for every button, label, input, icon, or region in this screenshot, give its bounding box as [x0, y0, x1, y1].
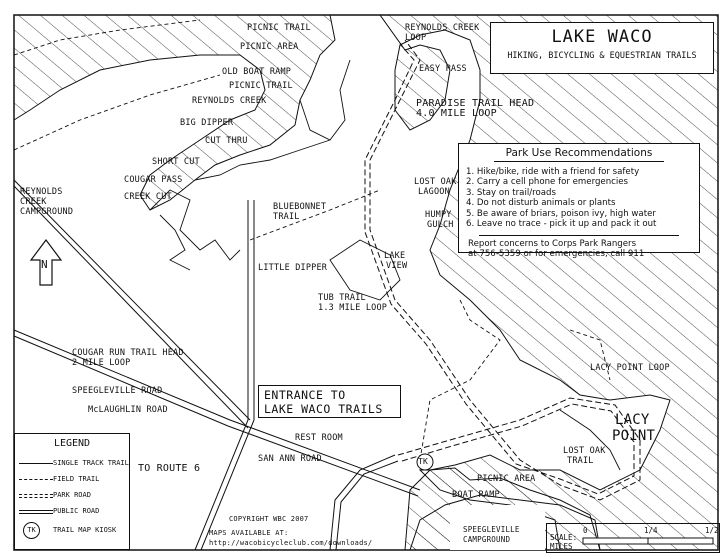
label-cougar-run-trail-head: COUGAR RUN TRAIL HEAD [72, 348, 184, 358]
label-speegleville-campground-2: CAMPGROUND [463, 535, 511, 544]
scale-units: MILES [550, 542, 573, 551]
label-lacy-point-loop: LACY POINT LOOP [590, 363, 670, 373]
legend-label: SINGLE TRACK TRAIL [53, 459, 129, 467]
label-paradise-loop: 4.0 MILE LOOP [416, 108, 497, 119]
label-point: POINT [612, 428, 656, 444]
map-subtitle: HIKING, BICYCLING & EQUESTRIAN TRAILS [507, 51, 697, 61]
scale-tick: 0 [583, 526, 588, 535]
label-humpy-gulch-1: HUMPY [425, 210, 452, 220]
label-reynolds-campground-1: REYNOLDS [20, 187, 63, 197]
label-bluebonnet-2: TRAIL [273, 212, 300, 222]
public-road-symbol [19, 510, 53, 514]
label-lost-oak-lagoon-2: LAGOON [418, 187, 450, 197]
label-lost-oak-trail-2: TRAIL [567, 456, 594, 466]
label-creek-cut: CREEK CUT [124, 192, 172, 202]
entrance-box: ENTRANCE TO LAKE WACO TRAILS [258, 385, 401, 418]
north-arrow [29, 239, 63, 286]
label-lost-oak-trail-1: LOST OAK [563, 446, 606, 456]
scale-tick: 1/4 [644, 526, 658, 535]
entrance-line-2: LAKE WACO TRAILS [264, 402, 383, 416]
label-lost-oak-lagoon-1: LOST OAK [414, 177, 457, 187]
label-paradise-trail-head: PARADISE TRAIL HEAD [416, 98, 535, 109]
label-lake-view-1: LAKE [384, 251, 406, 261]
field-trails [13, 19, 611, 461]
scale-label: SCALE: [550, 533, 578, 542]
trail-map-kiosk-marker[interactable] [416, 453, 434, 471]
label-little-dipper: LITTLE DIPPER [258, 263, 328, 273]
park-use-recommendations: Park Use Recommendations 1. Hike/bike, r… [458, 143, 700, 259]
maps-available-label: MAPS AVAILABLE AT: [209, 529, 289, 537]
copyright: COPYRIGHT WBC 2007 [229, 515, 309, 523]
field-trail-symbol [19, 479, 53, 480]
legend-label: FIELD TRAIL [53, 475, 100, 483]
label-reynolds-campground-3: CAMPGROUND [20, 207, 74, 217]
label-boat-ramp: BOAT RAMP [452, 490, 500, 500]
label-san-ann-road: SAN ANN ROAD [258, 454, 322, 464]
park-road-symbol [19, 494, 53, 498]
divider [479, 234, 679, 236]
single-track-symbol [19, 463, 53, 464]
legend-label: PUBLIC ROAD [53, 507, 100, 515]
entrance-line-1: ENTRANCE TO [264, 388, 346, 402]
scale-tick: 1/2 [705, 526, 719, 535]
label-old-boat-ramp: OLD BOAT RAMP [222, 67, 292, 77]
legend-label: PARK ROAD [53, 491, 91, 499]
recommendation-item: 5. Be aware of briars, poison ivy, high … [466, 208, 656, 219]
download-url[interactable]: http://wacobicycleclub.com/downloads/ [209, 539, 373, 547]
label-rest-room: REST ROOM [295, 433, 343, 443]
report-line-2: at 756-5359 or for emergencies, call 911 [468, 249, 645, 259]
legend-title: LEGEND [53, 438, 91, 449]
recommendation-item: 2. Carry a cell phone for emergencies [466, 177, 629, 187]
scale-box: SCALE: MILES 0 1/4 1/2 [546, 523, 720, 553]
recommendation-item: 4. Do not disturb animals or plants [466, 198, 616, 208]
label-reynolds-creek-loop-2: LOOP [405, 33, 427, 43]
recommendations-heading: Park Use Recommendations [494, 148, 664, 162]
legend: LEGEND SINGLE TRACK TRAIL FIELD TRAIL PA… [14, 433, 130, 550]
speegleville-campground-area [450, 505, 545, 550]
lake-water-north [13, 14, 336, 211]
label-reynolds-creek: REYNOLDS CREEK [192, 96, 267, 106]
recommendations-list: 1. Hike/bike, ride with a friend for saf… [466, 167, 699, 230]
label-to-route-6: TO ROUTE 6 [138, 463, 201, 474]
label-bluebonnet-1: BLUEBONNET [273, 202, 327, 212]
report-line-1: Report concerns to Corps Park Rangers [468, 238, 637, 249]
map-title: LAKE WACO [551, 27, 653, 47]
recommendation-item: 3. Stay on trail/roads [466, 187, 556, 198]
label-lake-view-2: VIEW [386, 261, 408, 271]
label-lacy: LACY [615, 412, 650, 428]
label-easy-pass: EASY PASS [419, 64, 467, 74]
label-picnic-area-south: PICNIC AREA [477, 474, 536, 484]
recommendation-item: 6. Leave no trace - pick it up and pack … [466, 219, 657, 229]
north-label: N [41, 258, 48, 271]
legend-label: TRAIL MAP KIOSK [53, 526, 117, 534]
label-tub-trail: TUB TRAIL [318, 293, 366, 303]
label-picnic-trail: PICNIC TRAIL [247, 23, 311, 33]
kiosk-icon: TK [23, 522, 40, 539]
label-tub-loop: 1.3 MILE LOOP [318, 303, 388, 313]
label-humpy-gulch-2: GULCH [427, 220, 454, 230]
recommendation-item: 1. Hike/bike, ride with a friend for saf… [466, 166, 640, 177]
park-roads [364, 39, 641, 501]
label-speegleville-campground-1: SPEEGLEVILLE [463, 525, 520, 534]
label-cougar-run-loop: 2 MILE LOOP [72, 358, 131, 368]
label-speegleville-road: SPEEGLEVILLE ROAD [72, 386, 163, 396]
single-track-trails [149, 59, 621, 471]
label-picnic-trail-2: PICNIC TRAIL [229, 81, 293, 91]
label-short-cut: SHORT CUT [152, 157, 200, 167]
label-reynolds-creek-loop-1: REYNOLDS CREEK [405, 23, 480, 33]
label-picnic-area: PICNIC AREA [240, 42, 299, 52]
label-reynolds-campground-2: CREEK [20, 197, 47, 207]
label-cougar-pass: COUGAR PASS [124, 175, 183, 185]
public-roads [13, 179, 421, 551]
label-cut-thru: CUT THRU [205, 136, 248, 146]
label-mclaughlin-road: McLAUGHLIN ROAD [88, 405, 168, 415]
label-big-dipper: BIG DIPPER [180, 118, 234, 128]
kiosk-marker-label: TK [418, 457, 429, 466]
title-box: LAKE WACO HIKING, BICYCLING & EQUESTRIAN… [490, 22, 714, 74]
